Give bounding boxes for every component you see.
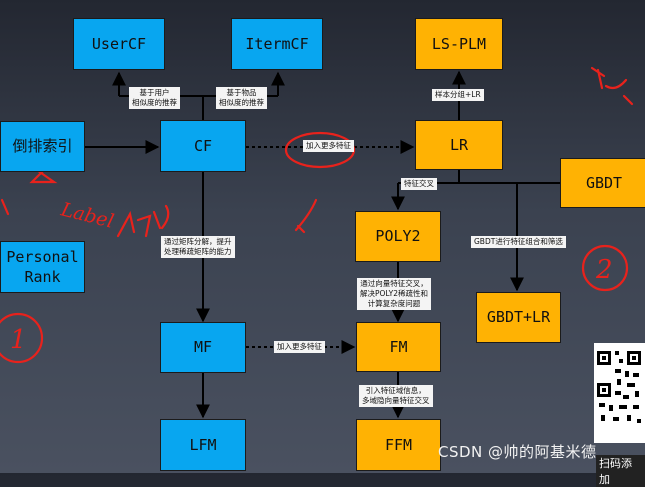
label-gbdt-combo: GBDT进行特征组合和筛选: [471, 236, 566, 249]
node-inverted-index[interactable]: 倒排索引: [0, 121, 85, 172]
annotation-two-text: 2: [595, 255, 613, 285]
annotation-circle-two: [581, 244, 629, 292]
node-mf[interactable]: MF: [160, 322, 246, 373]
node-ffm[interactable]: FFM: [356, 419, 441, 471]
label-vector-cross: 通过向量特征交叉， 解决POLY2稀疏性和 计算复杂度问题: [357, 278, 431, 311]
node-lfm[interactable]: LFM: [160, 419, 246, 471]
node-personal-rank[interactable]: Personal Rank: [0, 241, 85, 293]
label-feature-cross: 特征交叉: [401, 178, 437, 191]
label-sample-group: 样本分组+LR: [432, 89, 484, 102]
node-itemcf[interactable]: ItermCF: [231, 18, 323, 70]
node-poly2[interactable]: POLY2: [355, 211, 441, 262]
node-lsplm[interactable]: LS-PLM: [415, 18, 503, 70]
annotation-ellipse: [284, 131, 356, 169]
annotation-circle-one: [0, 312, 44, 364]
annotation-underline-inverted: [29, 166, 58, 184]
node-usercf[interactable]: UserCF: [73, 18, 165, 70]
node-gbdt[interactable]: GBDT: [560, 158, 645, 208]
scan-add-text: 扫码添加: [596, 455, 645, 487]
annotation-handwriting-chars: [116, 204, 170, 238]
label-more-features-mf: 加入更多特征: [274, 341, 325, 354]
node-lr[interactable]: LR: [415, 120, 503, 170]
node-fm[interactable]: FM: [356, 322, 441, 372]
annotation-label-text: Label: [58, 198, 116, 233]
watermark-text: CSDN @帅的阿基米德: [438, 443, 597, 461]
annotation-one-text: 1: [10, 325, 27, 355]
label-user-sim: 基于用户 相似度的推荐: [129, 87, 180, 110]
annotation-check: [294, 198, 318, 234]
annotation-mark-top-right: [590, 66, 634, 106]
label-more-features-cf: 加入更多特征: [303, 140, 354, 153]
annotation-dash-left: [0, 198, 10, 216]
label-field-info: 引入特征域信息， 多域隐向量特征交叉: [359, 385, 433, 408]
node-gbdt-lr[interactable]: GBDT+LR: [476, 292, 561, 343]
label-matrix-decomp: 通过矩阵分解，提升 处理稀疏矩阵的能力: [161, 236, 235, 259]
label-item-sim: 基于物品 相似度的推荐: [216, 87, 267, 110]
qr-code: [594, 343, 645, 443]
node-cf[interactable]: CF: [160, 120, 246, 172]
